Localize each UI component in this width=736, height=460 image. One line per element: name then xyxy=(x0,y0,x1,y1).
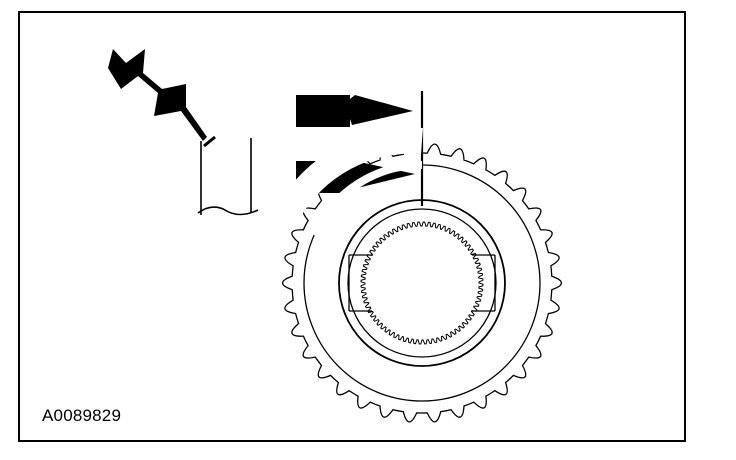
inner-spline-teeth xyxy=(360,221,484,345)
tool-edge-piece xyxy=(197,135,259,216)
hub-left-slot xyxy=(348,254,372,312)
figure-frame: A0089829 xyxy=(18,11,686,442)
gear-break-mask xyxy=(276,127,423,220)
figure-id-label: A0089829 xyxy=(42,406,122,425)
hub-inner-ring xyxy=(347,208,497,358)
hub-outer-ring xyxy=(338,199,506,367)
diagonal-arrow-icon xyxy=(108,49,207,141)
upper-arrow-icon xyxy=(296,95,413,127)
hub-right-slot xyxy=(472,254,496,312)
technical-illustration xyxy=(108,49,563,423)
gear-outer-teeth xyxy=(281,143,563,423)
gear-body-mask xyxy=(310,160,423,237)
gear-assembly xyxy=(276,127,563,423)
